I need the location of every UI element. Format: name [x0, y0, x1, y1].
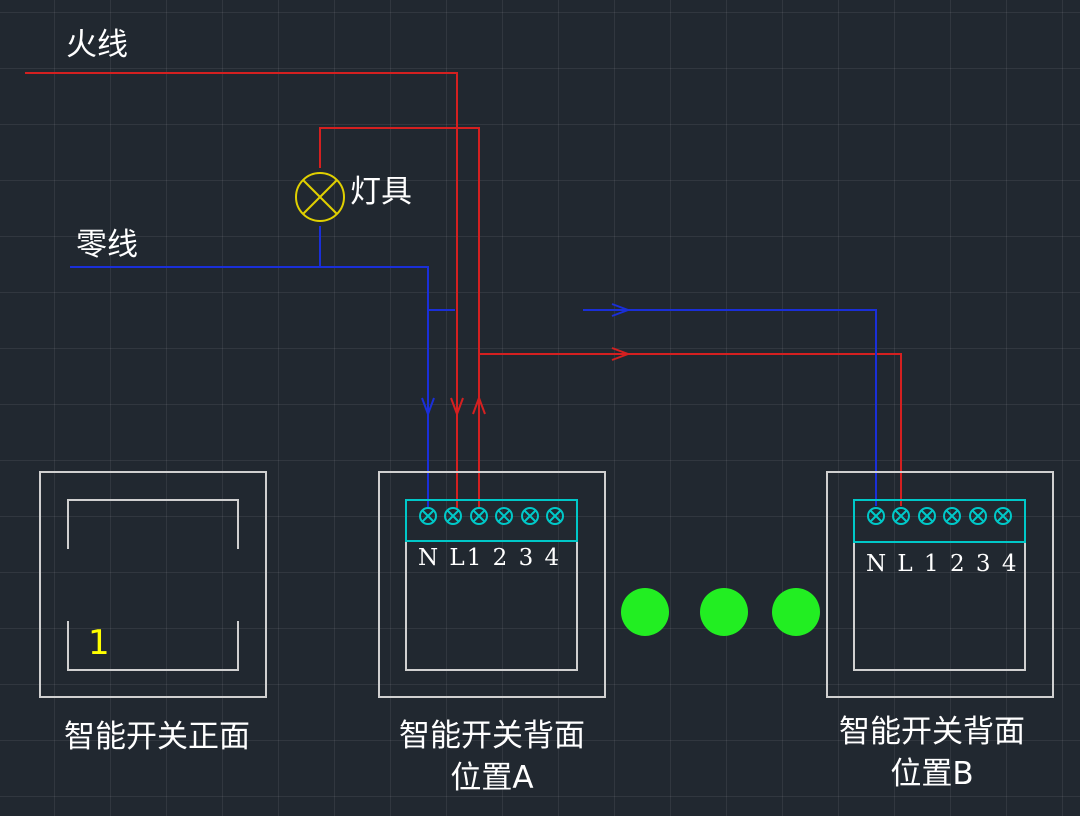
terminal-screw-icon	[419, 507, 564, 525]
terminal-labels-b: N L 1 2 3 4	[866, 551, 1019, 577]
arrow-right-icon	[611, 303, 631, 317]
back-b-title: 智能开关背面 位置B	[812, 717, 1052, 790]
switch-front	[39, 471, 267, 698]
terminal-strip	[853, 499, 1026, 543]
terminal-strip	[405, 499, 578, 542]
lamp-symbol-icon	[295, 172, 345, 222]
neutral-wire	[70, 226, 877, 508]
back-b-title-line1: 智能开关背面	[839, 714, 1025, 750]
live-wire-label: 火线	[66, 27, 128, 63]
back-a-title-line2: 位置A	[450, 760, 534, 796]
arrow-down-icon	[421, 397, 435, 417]
back-a-title: 智能开关背面 位置A	[372, 721, 612, 794]
arrow-right-icon	[611, 347, 631, 361]
terminal-labels-a: N L1 2 3 4	[418, 545, 562, 571]
terminal-screw-icon	[867, 507, 1012, 525]
front-title: 智能开关正面	[64, 719, 250, 755]
back-b-title-line2: 位置B	[890, 756, 974, 792]
front-digit: 1	[88, 623, 110, 663]
switch-back-a	[378, 471, 606, 698]
lamp-label: 灯具	[350, 174, 412, 210]
switch-back-b	[826, 471, 1054, 698]
back-a-title-line1: 智能开关背面	[399, 718, 585, 754]
ellipsis-dots	[621, 588, 820, 636]
live-wire	[25, 72, 902, 508]
neutral-wire-label: 零线	[76, 227, 138, 263]
arrow-down-icon	[450, 397, 464, 417]
arrow-up-icon	[472, 395, 486, 415]
